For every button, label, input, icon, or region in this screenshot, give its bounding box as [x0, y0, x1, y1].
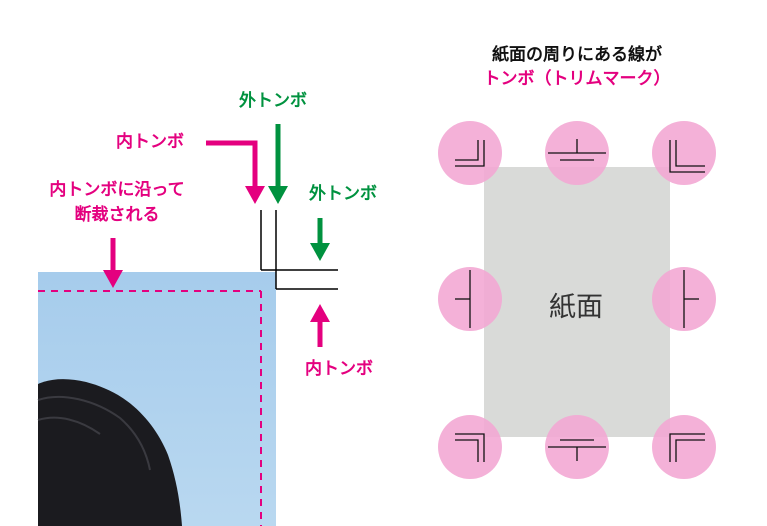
label-outer-crop-top: 外トンボ: [239, 91, 307, 111]
trim-dashed-line: [38, 290, 262, 526]
crop-mark-corner: [260, 210, 338, 290]
arrow-inner-bottom: [310, 304, 330, 347]
trim-mark-lines: [455, 139, 705, 462]
label-cut-line-1: 内トンボに沿って: [49, 180, 185, 200]
caption-subtitle: トンボ（トリムマーク）: [483, 69, 671, 89]
label-inner-crop-bottom: 内トンボ: [305, 359, 373, 379]
arrow-cut-line: [103, 238, 123, 288]
arrow-outer-right: [310, 218, 330, 261]
photo-area: [37, 272, 276, 526]
label-outer-crop-right: 外トンボ: [309, 184, 377, 204]
circle-bottom-right: [652, 415, 716, 479]
trim-mark-circles: [438, 121, 716, 479]
circle-top-left: [438, 121, 502, 185]
paper-label: 紙面: [549, 292, 603, 323]
arrow-inner-left: [206, 140, 265, 204]
label-inner-crop-left: 内トンボ: [116, 132, 184, 152]
caption-title: 紙面の周りにある線が: [492, 45, 662, 65]
circle-top-right: [652, 121, 716, 185]
hair-shape: [38, 379, 182, 526]
circle-bottom-left: [438, 415, 502, 479]
arrow-outer-top: [268, 124, 288, 204]
label-cut-line-2: 断裁される: [74, 205, 160, 225]
paper-sheet: [484, 167, 670, 437]
